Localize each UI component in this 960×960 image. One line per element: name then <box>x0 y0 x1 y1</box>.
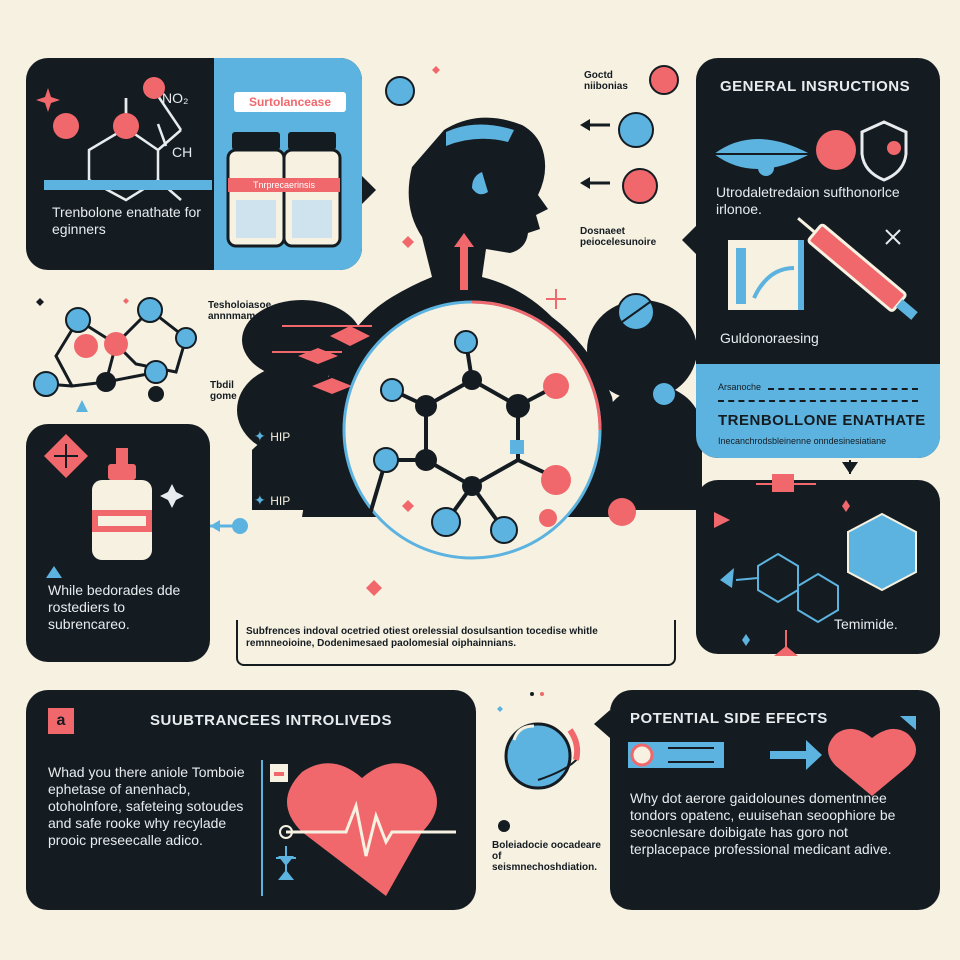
pointer-arrow <box>362 176 376 204</box>
badge-label: Surtolancease <box>234 92 346 112</box>
section-number-badge: a <box>48 708 74 734</box>
side-effects-panel: POTENTIAL SIDE EFECTS Why dot aerore gai… <box>610 690 940 910</box>
bottle-info-panel: While bedorades dde rostediers to subren… <box>26 424 210 662</box>
substances-involved-panel: a SUUBTRANCEES INTROLIVEDS Whad you ther… <box>26 690 476 910</box>
mol-label-no2: NO₂ <box>162 90 189 106</box>
side-effects-title: POTENTIAL SIDE EFECTS <box>630 710 828 727</box>
temimide-panel: Temimide. <box>696 480 940 654</box>
book-syringe-icon <box>728 217 918 320</box>
temimide-label: Temimide. <box>834 616 898 632</box>
warning-heart-icons <box>628 716 916 796</box>
diamond-icon: ✦ <box>254 492 266 508</box>
sphere-icon <box>497 692 581 832</box>
panel-caption: Trenbolone enathate for eginners <box>52 204 201 237</box>
general-title: GENERAL INSRUCTIONS <box>720 78 911 95</box>
legend-mid: Dosnaeet peiocelesunoire <box>580 226 657 248</box>
left-mid-text: While bedorades dde rostediers to subren… <box>48 582 181 632</box>
bottle-label: Tnrprecaerinsis <box>252 180 316 190</box>
tag-hip-1: ✦ HIP <box>254 428 291 444</box>
bottom-mid-label: Boleiadocie oocadeare of seismnechoshdia… <box>492 840 601 873</box>
trenbolone-enathate-card: Arsanoche TRENBOLLONE ENATHATE Inecanchr… <box>696 364 940 458</box>
subs-title: SUUBTRANCEES INTROLIVEDS <box>150 712 393 729</box>
molecule-diagram <box>36 77 212 202</box>
tag-hip-2: ✦ HIP <box>254 492 291 508</box>
sub-title: TRENBOLLONE ENATHATE <box>718 412 926 429</box>
side-effects-text: Why dot aerore gaidolounes domentnnee to… <box>630 790 896 857</box>
label-test: Tesholoiasoe annnmamee <box>208 300 272 322</box>
mol-label-ch: CH <box>172 144 193 160</box>
pointer-arrow <box>594 710 610 738</box>
bar-label: Arsanoche <box>718 382 762 392</box>
dashed-line <box>768 388 918 390</box>
dropper-bottle-icon <box>44 434 184 578</box>
label-tbd: Tbdil gome <box>210 380 237 402</box>
dashed-line <box>718 400 918 402</box>
pointer-arrow <box>682 226 696 254</box>
guidelines-label: Guldonoraesing <box>720 330 819 346</box>
instruction-icons <box>714 120 908 182</box>
vial-bottles-icon <box>226 132 342 248</box>
connector-arrows <box>756 460 858 656</box>
diamond-icon: ✦ <box>254 428 266 444</box>
legend-top: Goctd niibonias <box>584 70 628 92</box>
trenbolone-beginners-panel: NO₂ CH Trenbolone enathate for eginners … <box>26 58 362 270</box>
heartbeat-heart-icon <box>261 760 456 896</box>
side-molecule <box>33 297 197 412</box>
general-text: Utrodaletredaion sufthonorlce irlonoe. <box>716 184 900 217</box>
connector-arrow <box>210 518 248 534</box>
hormone-molecule-circle <box>342 300 602 560</box>
center-note: Subfrences indoval ocetried otiest orele… <box>236 620 676 666</box>
sub-caption: Inecanchrodsbleinenne onndesinesiatiane <box>718 436 887 446</box>
hexagon-structure <box>714 500 917 646</box>
subs-text: Whad you there aniole Tomboie ephetase o… <box>48 764 245 848</box>
general-instructions-panel: GENERAL INSRUCTIONS Utrodaletredaion suf… <box>696 58 940 458</box>
